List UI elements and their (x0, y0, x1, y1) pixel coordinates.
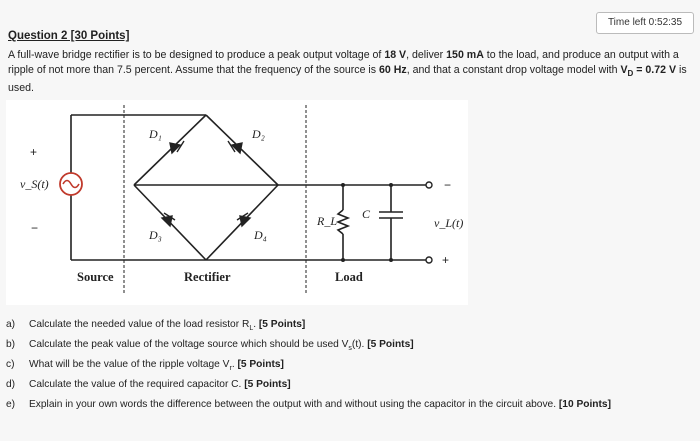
output-minus-sign: − (444, 178, 451, 192)
output-plus-sign: + (442, 253, 449, 267)
output-terminal-bottom (425, 256, 433, 264)
diode-d4-icon (236, 212, 252, 228)
circuit-svg: D₁ D₂ D₃ D₄ R_L C v_S(t) v_L(t) + − − + … (20, 105, 463, 295)
d2-label: D₂ (251, 127, 265, 141)
source-minus-sign: − (31, 221, 38, 235)
bridge-rectifier-diagram: D₁ D₂ D₃ D₄ R_L C v_S(t) v_L(t) + − − + … (6, 100, 468, 305)
question-title: Question 2 [30 Points] (8, 30, 130, 42)
diode-d2-icon (227, 140, 243, 155)
rectifier-section-label: Rectifier (184, 270, 231, 284)
rl-label: R_L (316, 214, 337, 228)
vl-label: v_L(t) (434, 216, 463, 230)
output-terminal-top (425, 181, 433, 189)
d3-label: D₃ (148, 228, 162, 242)
diode-d1-icon (169, 140, 185, 155)
load-section-label: Load (335, 270, 363, 284)
ac-source-icon (59, 172, 83, 196)
source-section-label: Source (77, 270, 114, 284)
vs-label: v_S(t) (20, 177, 49, 191)
question-intro: A full-wave bridge rectifier is to be de… (8, 49, 687, 95)
d1-label: D₁ (148, 127, 162, 141)
time-left-badge: Time left 0:52:35 (596, 12, 694, 34)
source-plus-sign: + (30, 145, 37, 159)
d4-label: D₄ (253, 228, 267, 242)
diode-d3-icon (160, 212, 176, 228)
c-label: C (362, 207, 371, 221)
